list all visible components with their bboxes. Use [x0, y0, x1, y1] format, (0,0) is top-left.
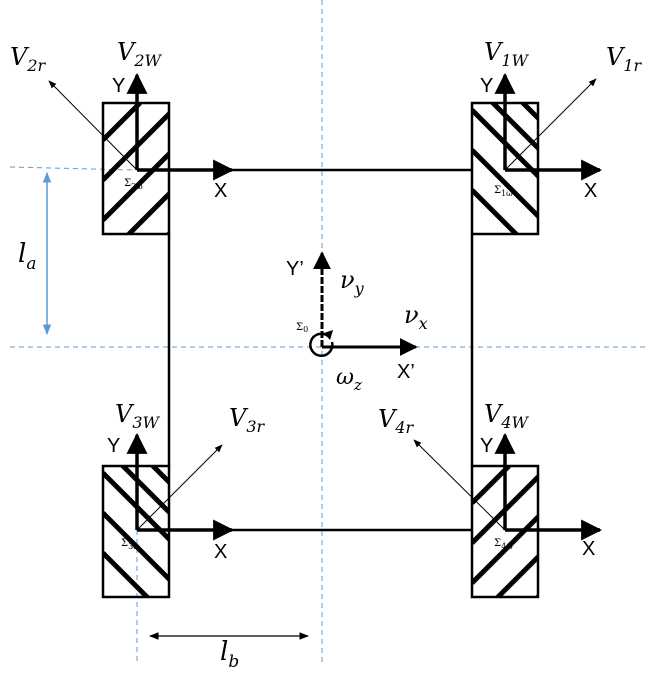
angular-velocity-arrowhead [324, 330, 333, 340]
wheel-4-roller-velocity-label: V4r [378, 405, 415, 437]
wheel-2-x-label: X [214, 180, 227, 202]
omega-z-label: ωz [336, 365, 362, 394]
vx-label: νx [404, 301, 428, 333]
chassis-frame [167, 168, 474, 532]
wheel-1-roller-velocity-label: V1r [606, 43, 643, 75]
wheel-2-roller-velocity-label: V2r [10, 43, 47, 75]
center-x-label: X’ [397, 361, 415, 383]
wheel-3-y-label: Y [107, 435, 120, 457]
wheel-3-frame-label: Σ3ω [121, 538, 140, 551]
wheel-4-frame-label: Σ4ω [494, 538, 513, 551]
wheel-4 [470, 464, 540, 599]
wheel-1-x-label: X [584, 180, 597, 202]
wheel-2-drive-velocity-label: V2W [117, 38, 163, 70]
vy-label: νy [340, 266, 365, 298]
lb-label: lb [220, 637, 239, 672]
wheel-2 [101, 101, 171, 236]
wheel-2-y-label: Y [112, 75, 125, 97]
wheel-4-x-label: X [582, 538, 595, 560]
top-wheel-axis-dashed-line [9, 166, 136, 171]
wheel-1-drive-velocity-label: V1W [484, 38, 530, 70]
la-label: la [18, 239, 36, 274]
center-y-label: Y’ [286, 258, 304, 280]
wheel-4-drive-velocity-label: V4W [484, 400, 530, 432]
angular-velocity-arc [309, 332, 334, 357]
wheel-4-y-label: Y [480, 435, 493, 457]
wheel-3-roller-velocity-label: V3r [229, 404, 266, 436]
wheel-1-y-label: Y [480, 75, 493, 97]
wheel-4-roller-velocity-arrow [413, 439, 506, 531]
wheel-3-roller-velocity-arrow [136, 444, 223, 531]
wheel-1-frame-label: Σ1ω [494, 185, 513, 198]
wheel-2-roller-velocity-arrow [48, 80, 138, 171]
center-frame-label: Σ0 [296, 322, 308, 334]
wheel-3-drive-velocity-label: V3W [115, 400, 161, 432]
wheel-3-x-label: X [214, 541, 227, 563]
wheel-2-frame-label: Σ2ω [124, 178, 143, 191]
wheel-1-roller-velocity-arrow [504, 78, 597, 171]
